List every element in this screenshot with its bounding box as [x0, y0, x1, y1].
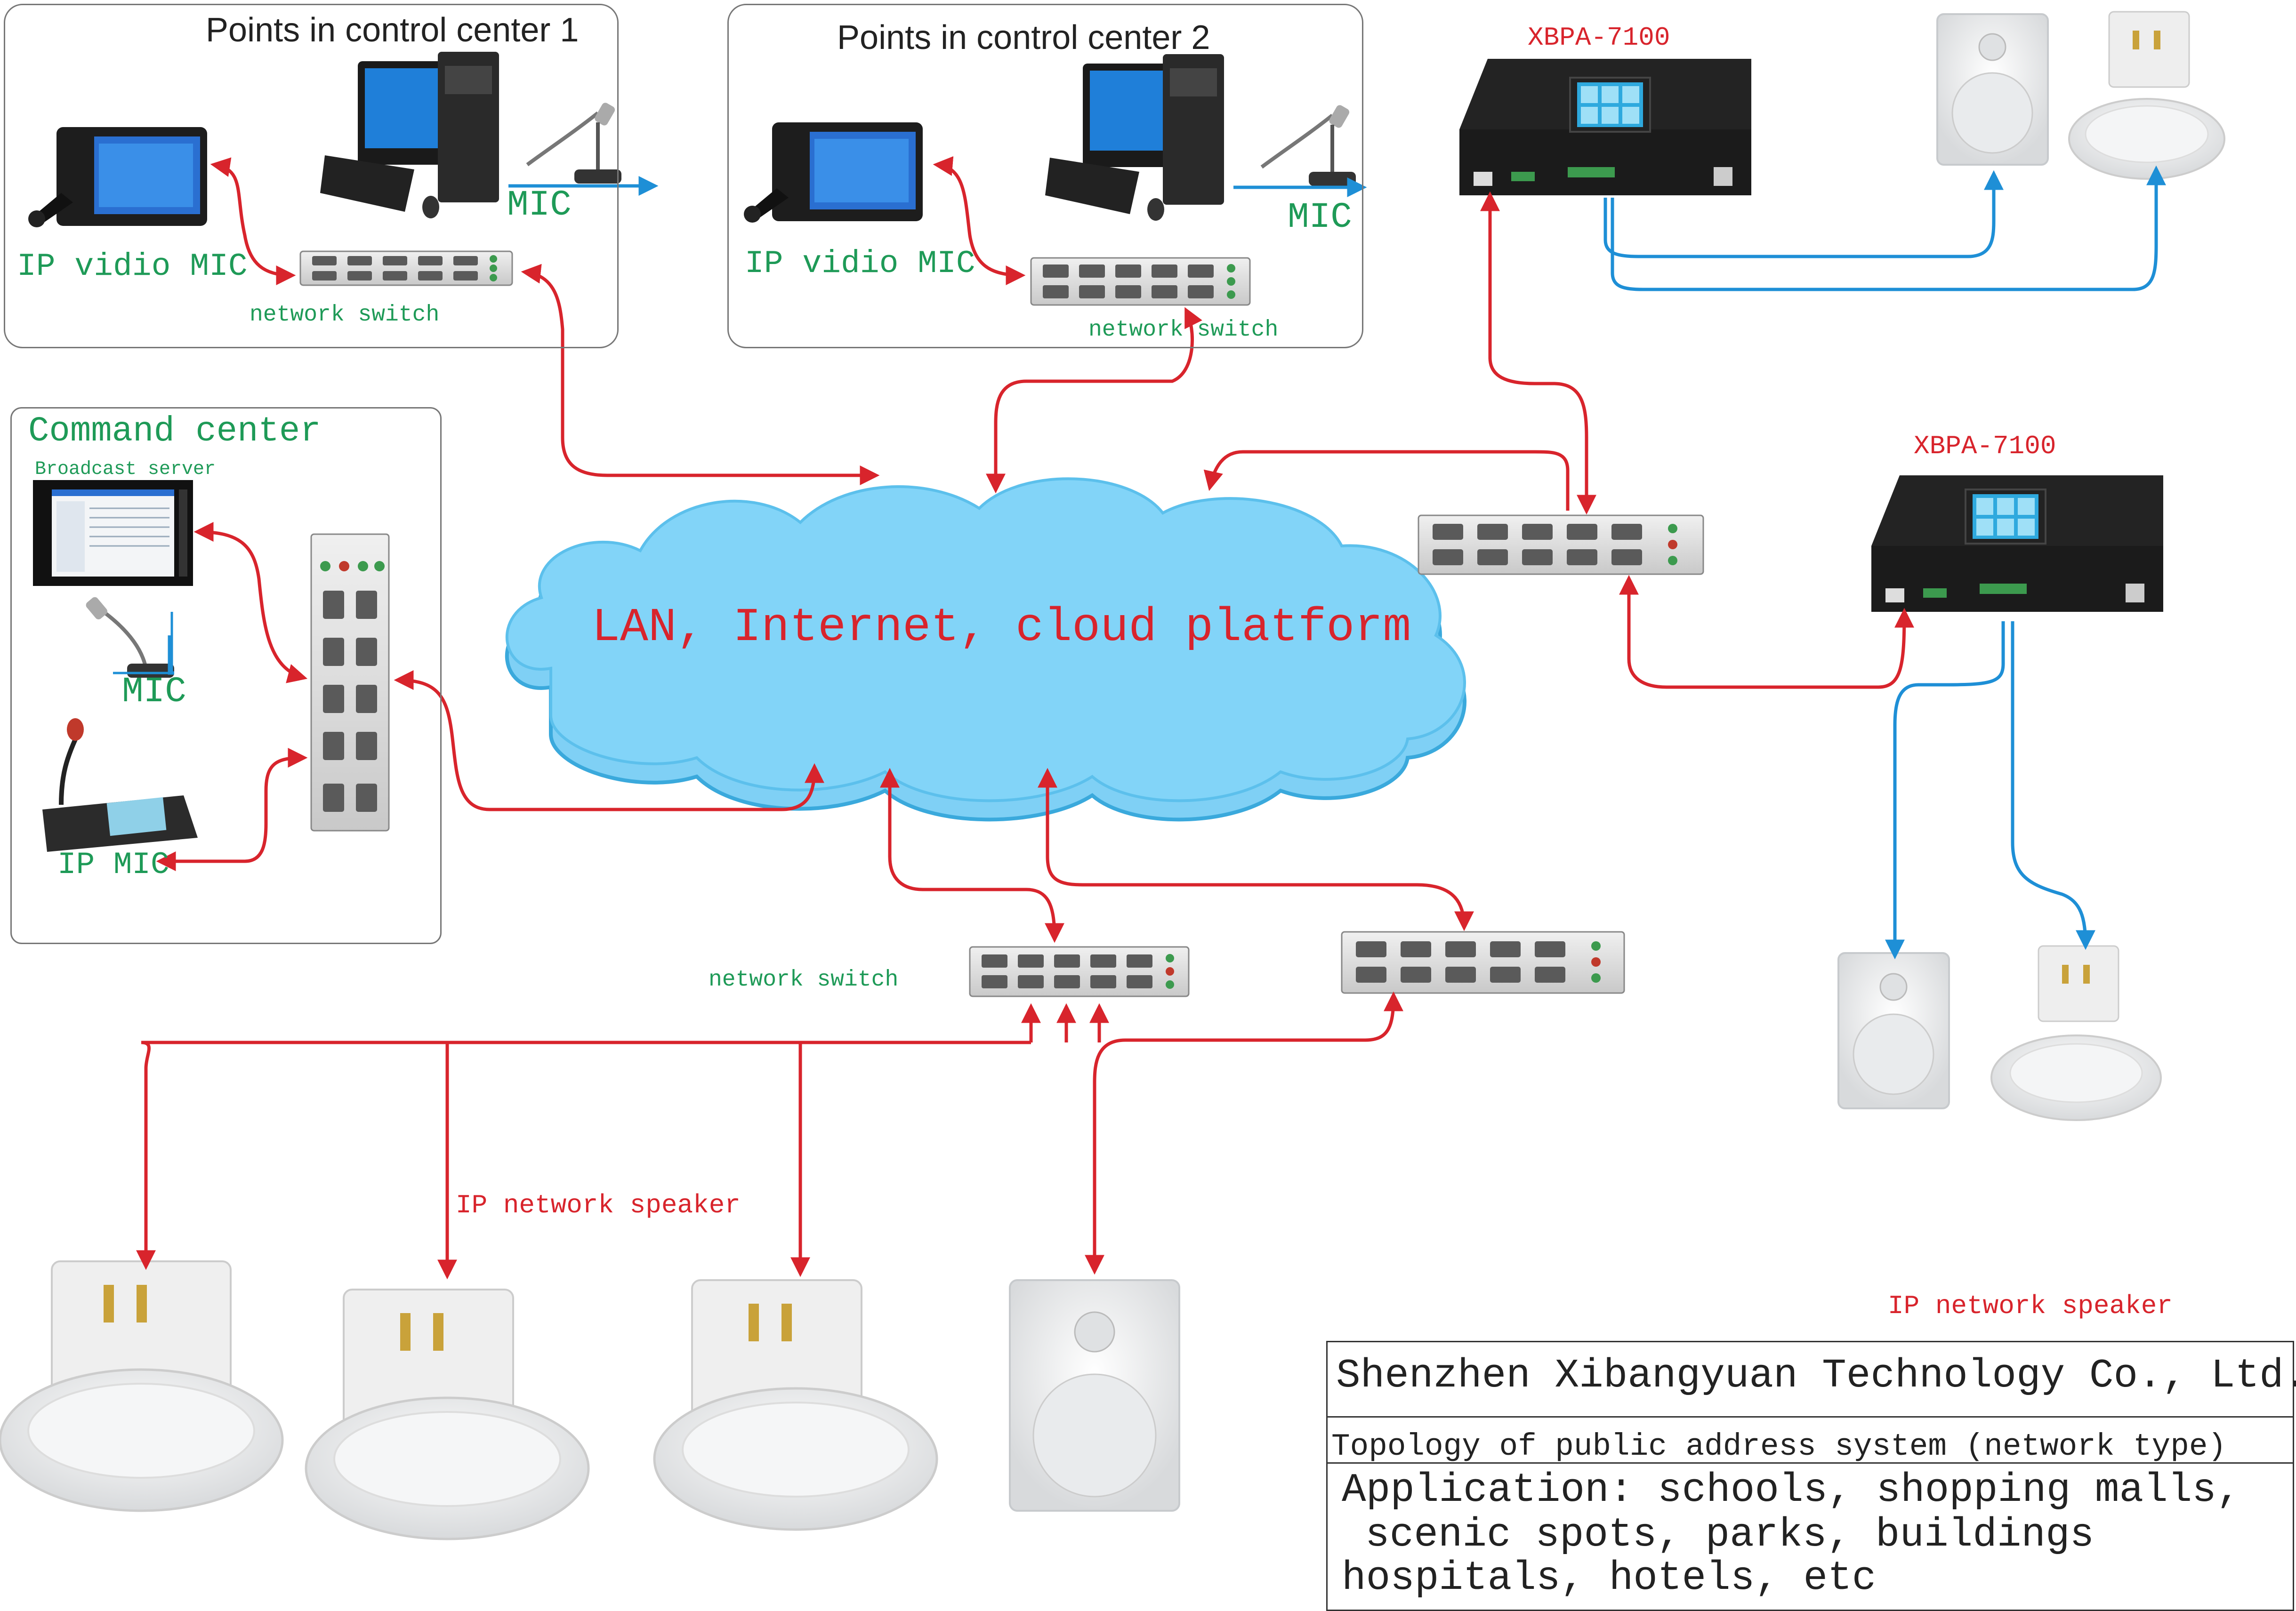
network-switch-command	[310, 533, 390, 832]
ceiling-speaker-top	[2068, 11, 2225, 180]
broadcast-server-icon	[33, 480, 193, 586]
computer-cc1	[320, 52, 499, 218]
bottom-switch-label: network switch	[709, 967, 899, 993]
network-switch-bottom-right	[1341, 931, 1625, 994]
ip-mic-label: IP MIC	[57, 847, 169, 882]
desktop-mic-cc1	[526, 103, 621, 184]
company-info-box: Shenzhen Xibangyuan Technology Co., Ltd.…	[1326, 1341, 2296, 1611]
network-switch-cc1	[299, 250, 513, 286]
diagram-subtitle: Topology of public address system (netwo…	[1328, 1418, 2293, 1464]
company-name: Shenzhen Xibangyuan Technology Co., Ltd.	[1328, 1342, 2296, 1418]
wall-speaker-bottom	[1009, 1279, 1180, 1512]
network-switch-right	[1418, 514, 1704, 575]
ceiling-speaker-1	[0, 1260, 284, 1512]
application-line-1: Application: schools, shopping malls,	[1342, 1467, 2241, 1513]
network-switch-cc2	[1030, 257, 1251, 306]
wall-speaker-right	[1837, 952, 1950, 1109]
application-line-3: hospitals, hotels, etc	[1342, 1555, 1877, 1601]
ceiling-speaker-right	[1990, 945, 2162, 1121]
ceiling-speaker-3	[653, 1279, 938, 1531]
computer-cc2	[1045, 54, 1224, 221]
command-center-title: Command center	[28, 412, 321, 451]
command-mic-label: MIC	[122, 672, 186, 712]
audio-links	[168, 165, 2166, 960]
xbpa-terminal-middle	[1871, 475, 2163, 612]
cloud-label: LAN, Internet, cloud platform	[592, 601, 1411, 655]
cc1-ip-video-mic-label: IP vidio MIC	[17, 248, 248, 285]
video-mic-terminal-cc1	[28, 127, 207, 227]
cc2-switch-label: network switch	[1088, 317, 1279, 343]
application-line-2: scenic spots, parks, buildings	[1365, 1512, 2095, 1558]
cc1-switch-label: network switch	[250, 302, 440, 328]
cc2-title: Points in control center 2	[837, 19, 1210, 56]
xbpa-terminal-top	[1459, 59, 1751, 195]
ip-network-speaker-label-left: IP network speaker	[456, 1190, 741, 1220]
cc1-title: Points in control center 1	[206, 11, 579, 49]
cc2-ip-video-mic-label: IP vidio MIC	[745, 246, 975, 282]
network-links	[136, 156, 1914, 1280]
ip-network-speaker-label-right: IP network speaker	[1888, 1291, 2173, 1321]
cc1-mic-label: MIC	[507, 185, 572, 225]
ceiling-speaker-2	[305, 1289, 590, 1540]
panel-command-center	[10, 407, 442, 944]
xbpa-top-label: XBPA-7100	[1528, 23, 1670, 53]
panel-control-center-2	[727, 4, 1363, 348]
wall-speaker-top	[1936, 13, 2049, 166]
xbpa-middle-label: XBPA-7100	[1914, 431, 2056, 461]
cc2-mic-label: MIC	[1288, 197, 1352, 238]
video-mic-terminal-cc2	[744, 122, 923, 223]
panel-control-center-1	[4, 4, 619, 348]
network-switch-bottom-left	[969, 946, 1190, 997]
command-mic-wire	[113, 612, 173, 674]
broadcast-server-label: Broadcast server	[35, 459, 216, 480]
desktop-mic-cc2	[1260, 105, 1356, 186]
